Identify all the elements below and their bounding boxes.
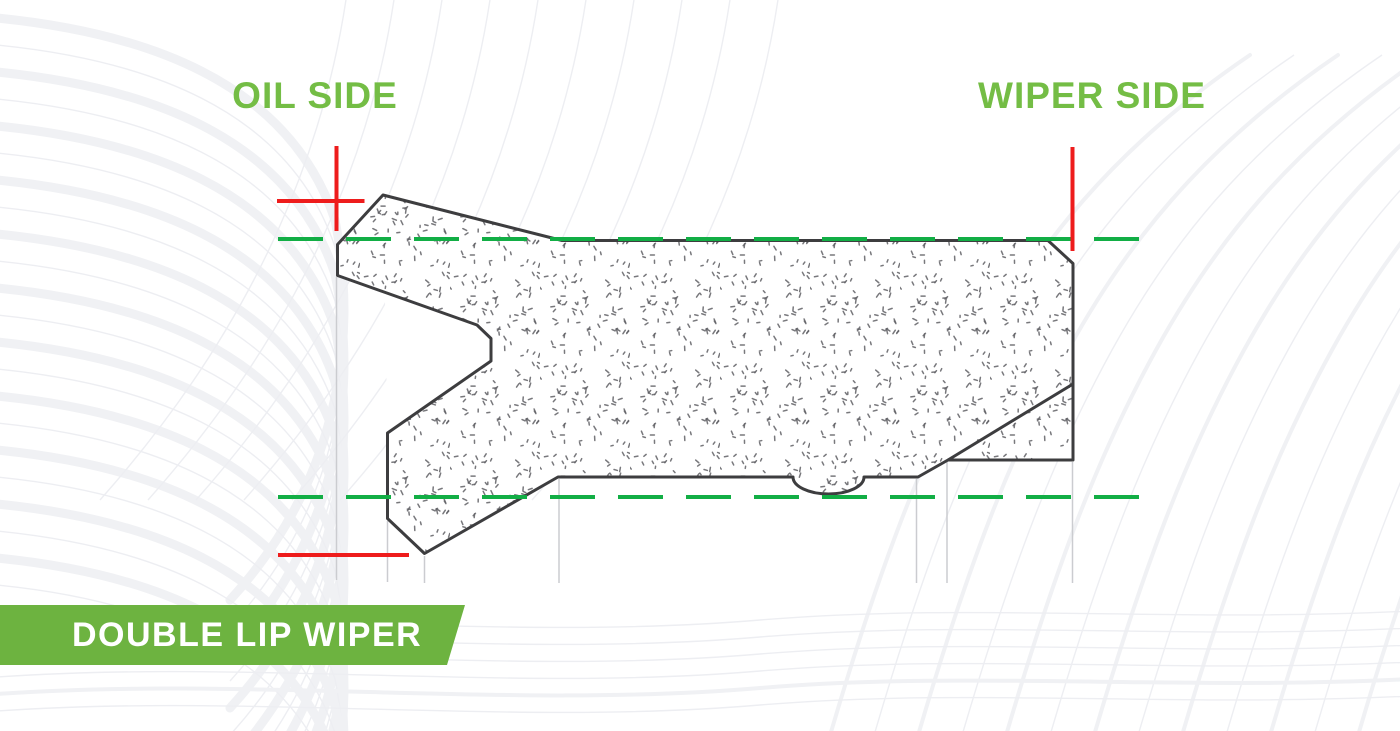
seal-outline bbox=[336, 193, 1075, 555]
oil-side-label: OIL SIDE bbox=[232, 75, 398, 116]
title-banner-text: DOUBLE LIP WIPER bbox=[72, 616, 423, 654]
seal-heel-edge-line bbox=[947, 382, 1074, 462]
seal-cross-section bbox=[336, 193, 1075, 555]
title-banner: DOUBLE LIP WIPER bbox=[0, 605, 465, 665]
wiper-side-label: WIPER SIDE bbox=[978, 75, 1206, 116]
seal-rubber-texture bbox=[337, 195, 1073, 554]
left-crosshair-marker bbox=[277, 146, 365, 231]
